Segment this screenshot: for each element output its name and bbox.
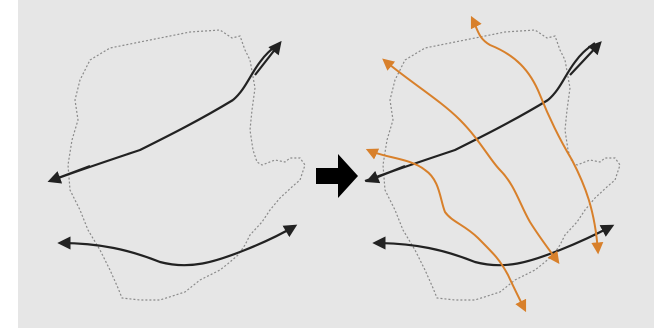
left-lower-route: [57, 224, 298, 267]
right-upper-route-head-ne: [569, 41, 602, 76]
left-upper-route: [49, 42, 281, 183]
left-upper-route-head-ne: [254, 40, 282, 76]
right-lower-route: [372, 224, 615, 267]
right-arrow-icon: [316, 154, 358, 198]
left-upper-route-head-w: [47, 164, 91, 184]
right-upper-route: [364, 42, 596, 183]
right-upper-route-head-w: [365, 164, 406, 184]
orange-route-north-south: [470, 15, 604, 255]
orange-route-west-south: [365, 148, 527, 313]
left-boundary-outline: [67, 29, 306, 301]
